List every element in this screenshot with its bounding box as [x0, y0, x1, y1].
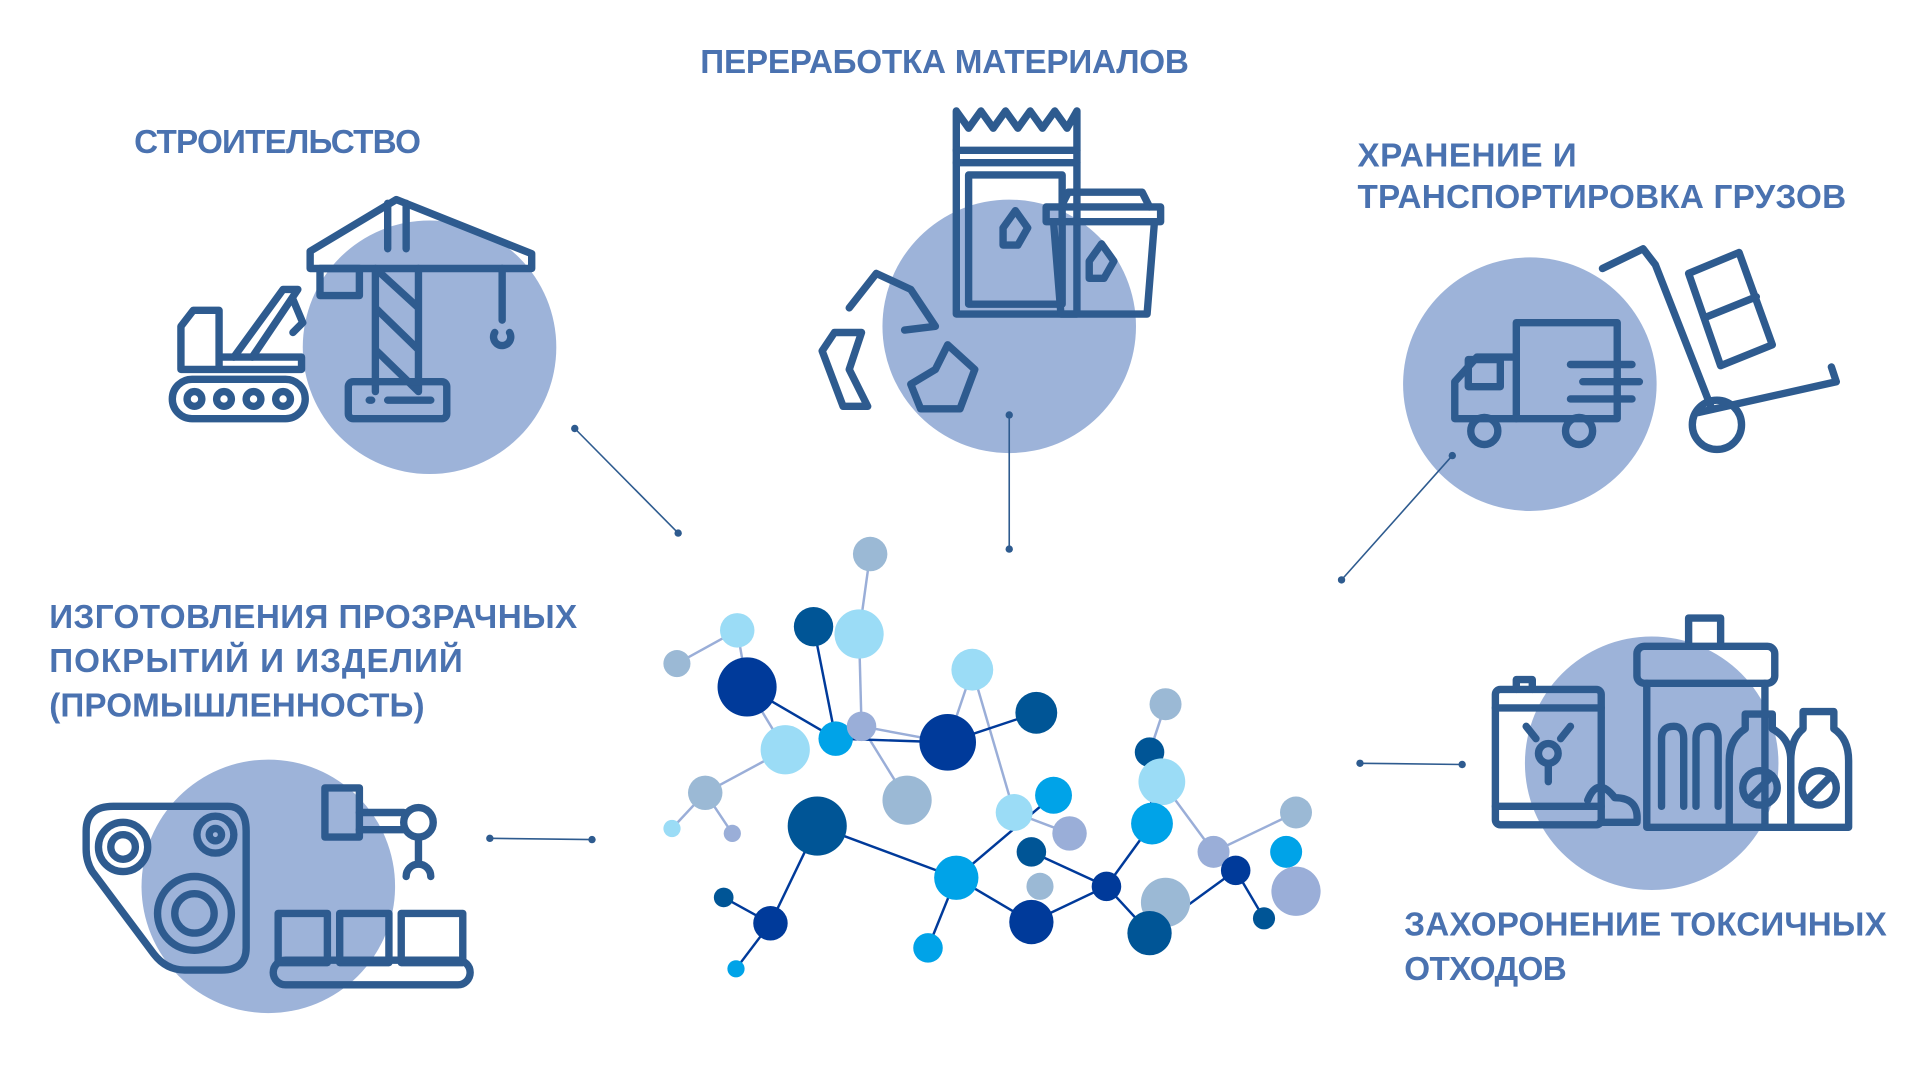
molecule-atom	[787, 796, 847, 856]
recycling-bag-icon	[952, 107, 1081, 318]
label-construction: СТРОИТЕЛЬСТВО	[134, 124, 421, 161]
molecule-atom	[663, 819, 681, 838]
label-recycling: ПЕРЕРАБОТКА МАТЕРИАЛОВ	[700, 44, 1189, 81]
recycling-bin-icon	[1042, 188, 1165, 318]
crane-icon	[306, 195, 536, 423]
molecule-atom	[1015, 691, 1058, 734]
molecule-atom	[1052, 816, 1087, 851]
gears-icon	[82, 802, 250, 974]
molecule-atom	[663, 650, 691, 678]
molecule-atom	[852, 536, 888, 572]
molecule-atom	[688, 775, 723, 811]
molecule-atom	[1270, 835, 1303, 868]
molecule-atom	[995, 794, 1033, 831]
molecule-atom	[1091, 871, 1122, 902]
molecule-atom	[1035, 776, 1072, 814]
molecule-atom	[951, 648, 994, 691]
molecule-atom	[753, 906, 788, 941]
molecule-atom	[1138, 758, 1186, 806]
molecule-atom	[723, 824, 741, 843]
molecule-atom	[713, 887, 734, 908]
excavator-icon	[168, 285, 309, 423]
robotic-arm-icon	[269, 784, 474, 989]
molecule-atom	[760, 725, 810, 775]
molecule-atom	[1131, 802, 1173, 845]
label-storage-line1: ХРАНЕНИЕ И	[1358, 137, 1577, 174]
molecule-atom	[1280, 796, 1312, 829]
label-industry-line2: ПОКРЫТИЙ И ИЗДЕЛИЙ	[49, 641, 463, 680]
molecule-atom	[727, 960, 745, 978]
recycle-arrows-icon	[818, 269, 979, 413]
molecule-atom	[1009, 899, 1054, 945]
chemical-bottles-icon	[1584, 707, 1853, 831]
trash-can-icon	[1633, 614, 1779, 831]
molecule-atom	[1271, 866, 1321, 916]
molecule-atom	[818, 721, 853, 756]
molecule-atom	[846, 711, 877, 742]
molecule-bond	[971, 669, 1016, 813]
molecule-atom	[919, 714, 976, 771]
label-industry-line1: ИЗГОТОВЛЕНИЯ ПРОЗРАЧНЫХ	[49, 599, 577, 636]
molecule-atom	[834, 609, 884, 659]
construction-circle	[302, 220, 557, 475]
toxic-circle	[1524, 636, 1779, 891]
molecule-atom	[717, 657, 777, 717]
molecule-illustration	[663, 536, 1321, 978]
label-toxic-line2: ОТХОДОВ	[1404, 951, 1566, 988]
molecule-atom	[720, 613, 755, 648]
molecule-atom	[934, 855, 979, 900]
molecule-atom	[1149, 688, 1182, 721]
label-storage-line2: ТРАНСПОРТИРОВКА ГРУЗОВ	[1358, 179, 1847, 216]
label-industry-line3: (ПРОМЫШЛЕННОСТЬ)	[49, 688, 424, 725]
molecule-atom	[882, 775, 932, 825]
molecule-atom	[793, 606, 834, 647]
molecule-atom	[913, 933, 943, 963]
recycling-circle	[882, 199, 1136, 454]
molecule-atom	[1197, 835, 1230, 868]
molecule-atom	[1220, 855, 1251, 886]
molecule-atom	[1127, 910, 1172, 956]
molecule-atom	[1252, 907, 1276, 930]
hand-truck-icon	[1598, 245, 1840, 454]
truck-icon	[1451, 318, 1644, 449]
molecule-atom	[1016, 837, 1047, 867]
molecule-atom	[1026, 872, 1054, 900]
leader-lines	[486, 411, 1466, 844]
label-toxic-line1: ЗАХОРОНЕНИЕ ТОКСИЧНЫХ	[1404, 907, 1886, 944]
radioactive-barrel-icon	[1491, 675, 1605, 829]
